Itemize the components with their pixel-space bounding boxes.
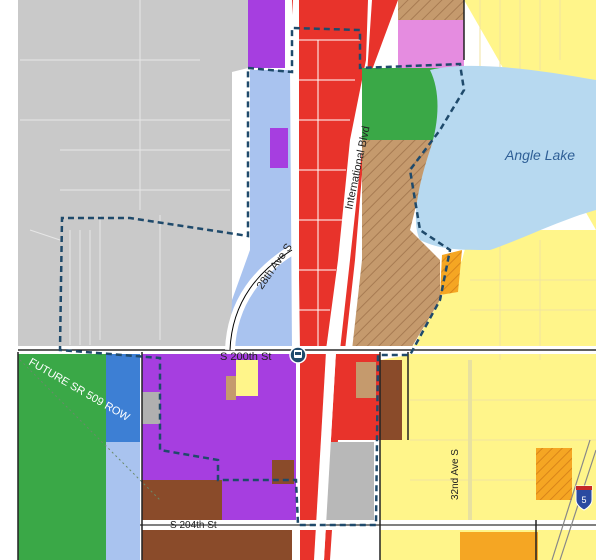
zone-orange-southeast <box>536 448 572 500</box>
zone-gray-small <box>142 392 160 424</box>
label-s-204th-st: S 204th St <box>170 520 217 531</box>
zone-tan-small <box>226 376 236 400</box>
zone-dark-brown-south <box>142 480 222 522</box>
zone-gray-industrial <box>18 0 248 350</box>
study-area-boundary <box>58 26 466 527</box>
zone-gray-south <box>324 442 374 520</box>
zone-purple-north <box>248 0 285 68</box>
zone-orange-bottom <box>460 532 538 560</box>
zone-dark-brown-east <box>380 360 402 440</box>
angle-lake-label: Angle Lake <box>504 147 575 163</box>
red-parcel-lines <box>298 39 360 350</box>
zone-hatch-top <box>398 0 464 20</box>
label-s-200th-st: S 200th St <box>220 351 271 363</box>
label-32nd-ave-s: 32nd Ave S <box>450 449 461 500</box>
zone-brown-hatch-lake <box>352 140 440 350</box>
zone-outlines <box>17 0 537 560</box>
zone-blue-southwest <box>106 352 140 442</box>
intl-blvd-road-south <box>314 352 336 560</box>
zone-red-corridor-south-east <box>324 352 380 560</box>
zone-yellow-small <box>236 360 258 396</box>
zone-light-blue-southwest <box>106 442 140 560</box>
zone-red-east <box>340 0 398 350</box>
zone-brown-small <box>272 460 294 484</box>
zone-dark-brown-far-south <box>142 530 292 560</box>
zone-red-corridor-north <box>292 0 392 350</box>
zone-orange-small <box>440 250 462 295</box>
gray-parcel-lines <box>20 0 230 345</box>
zone-tan-south <box>356 362 376 398</box>
interstate-5-shield-icon: 5 <box>575 485 593 511</box>
zone-pink <box>398 20 464 68</box>
intl-blvd-road-north <box>326 0 398 350</box>
zone-purple-small <box>270 128 288 168</box>
angle-lake <box>415 65 596 250</box>
interstate-shield-number: 5 <box>581 495 586 505</box>
zone-park-green-southwest <box>18 352 106 560</box>
light-rail-station-icon[interactable] <box>289 346 307 364</box>
